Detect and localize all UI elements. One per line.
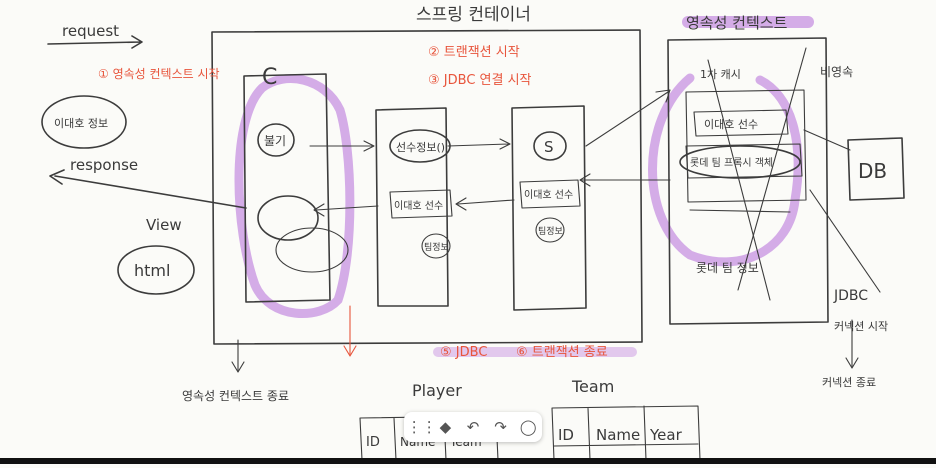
arrow-pc-to-r (579, 173, 671, 187)
step2-label: ② 트랜잭션 시작 (428, 45, 520, 60)
controller-highlight (234, 74, 355, 318)
persistence-context-box (667, 37, 829, 325)
connection-end-label: 커넥션 종료 (822, 376, 876, 389)
html-label: html (134, 261, 170, 280)
arrow-red-down (343, 305, 357, 357)
step6-label: ⑥ 트랜잭션 종료 (516, 345, 608, 360)
cache-lee-label: 이대호 선수 (704, 118, 758, 131)
db-label: DB (858, 159, 887, 183)
persistence-highlight (648, 73, 803, 267)
request-label: request (62, 22, 119, 40)
arrow-container-down (231, 339, 245, 373)
proxy-label: 롯데 팀 프록시 객체 (690, 157, 773, 169)
drag-handle-icon[interactable]: ⋮⋮ (406, 418, 437, 436)
team-col-id: ID (558, 426, 574, 444)
container-title: 스프링 컨테이너 (416, 5, 531, 25)
arrow-jdbc-down (845, 319, 859, 369)
call-circle (257, 123, 295, 157)
player-lee-label: 이대호 선수 (394, 200, 443, 212)
jdbc-connector (809, 189, 881, 293)
team-table-title: Team (571, 377, 614, 396)
controller-letter: C (262, 65, 277, 90)
find-player-circle (389, 129, 451, 163)
player-lee-team-box (519, 179, 581, 209)
find-player-label: 선수정보() (396, 141, 445, 154)
call-label: 불기 (264, 134, 286, 148)
persistence-end-label: 영속성 컨텍스트 종료 (182, 389, 289, 403)
lower-scribble-circle (275, 227, 349, 273)
arrow-r-to-s (455, 197, 515, 211)
team-label-service: 팀정보 (424, 241, 449, 253)
controller-column (243, 73, 331, 303)
more-icon[interactable]: ◯ (519, 418, 537, 436)
proxy-circle (679, 145, 801, 179)
repository-column (511, 105, 587, 311)
response-label: response (70, 156, 138, 174)
db-box (847, 137, 905, 201)
bottom-bar (0, 458, 936, 464)
non-persistent-label: 비영속 (820, 65, 853, 79)
db-connector (803, 129, 851, 151)
eraser-icon[interactable]: ◆ (439, 418, 452, 436)
arrow-s-to-c (313, 203, 379, 217)
arrow-r-to-pc (585, 89, 671, 147)
step1-label: ① 영속성 컨텍스트 시작 (98, 67, 220, 81)
spring-container-box (211, 29, 643, 345)
response-arrow (49, 169, 247, 209)
step3-label: ③ JDBC 연결 시작 (428, 73, 532, 88)
service-circle (533, 131, 567, 161)
team-col-year: Year (649, 426, 683, 444)
connection-start-label: 커넥션 시작 (834, 320, 888, 333)
step5-label: ⑤ JDBC (440, 345, 487, 360)
player-info-label: 이대호 정보 (54, 117, 108, 130)
player-info-circle (41, 95, 127, 149)
player-table-title: Player (412, 381, 462, 400)
team-circle-repo (535, 217, 565, 243)
redo-icon[interactable]: ↷ (494, 418, 507, 436)
html-circle (117, 245, 195, 295)
persistence-title: 영속성 컨텍스트 (686, 14, 788, 32)
view-label: View (146, 216, 182, 234)
jdbc-label: JDBC (833, 288, 868, 304)
drawing-toolbar: ⋮⋮ ◆ ↶ ↷ ◯ (404, 412, 542, 442)
player-col-id: ID (366, 435, 380, 450)
team-circle-service (421, 233, 451, 259)
team-col-name: Name (596, 426, 640, 444)
player-lee-box (389, 189, 453, 219)
service-column (375, 107, 449, 307)
cross-line-2 (737, 47, 807, 291)
cross-line-3 (689, 209, 791, 213)
player-scribble-circle (257, 195, 319, 241)
cross-line-1 (707, 59, 771, 301)
undo-icon[interactable]: ↶ (466, 418, 480, 436)
lotte-team-label: 롯데 팀 정보 (696, 261, 759, 275)
arrow-c-to-s (309, 140, 375, 152)
service-letter: S (544, 138, 554, 156)
player-lee-team-label: 이대호 선수 (524, 189, 573, 201)
team-label-repo: 팀정보 (538, 225, 563, 237)
cache-entry-proxy (685, 143, 803, 179)
request-arrow (47, 35, 143, 49)
first-cache-label: 1차 캐시 (700, 68, 741, 81)
arrow-s-to-r (447, 138, 511, 150)
cache-entry-lee (693, 109, 789, 137)
